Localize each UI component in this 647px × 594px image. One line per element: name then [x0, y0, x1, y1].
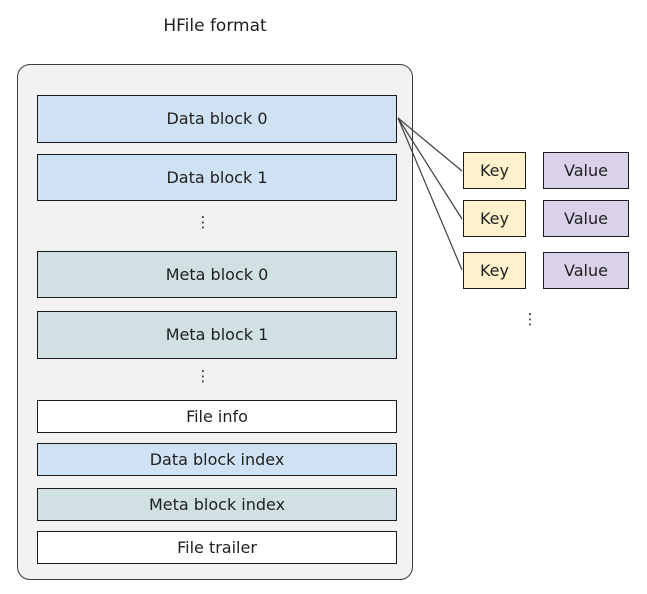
meta-block-index-block: Meta block index — [37, 488, 397, 521]
value-box-0: Value — [543, 152, 629, 189]
stack-ellipsis-2: ⋮ — [195, 367, 211, 385]
file-info-block: File info — [37, 400, 397, 433]
meta-block-0: Meta block 0 — [37, 251, 397, 298]
data-block-1: Data block 1 — [37, 154, 397, 201]
key-box-1: Key — [463, 200, 526, 237]
stack-ellipsis-1: ⋮ — [195, 213, 211, 231]
key-box-2: Key — [463, 252, 526, 289]
value-box-1: Value — [543, 200, 629, 237]
meta-block-1: Meta block 1 — [37, 311, 397, 359]
data-block-index-block: Data block index — [37, 443, 397, 476]
data-block-0: Data block 0 — [37, 95, 397, 143]
file-trailer-block: File trailer — [37, 531, 397, 564]
value-box-2: Value — [543, 252, 629, 289]
page-title: HFile format — [163, 16, 267, 36]
key-box-0: Key — [463, 152, 526, 189]
kv-ellipsis: ⋮ — [522, 310, 538, 328]
